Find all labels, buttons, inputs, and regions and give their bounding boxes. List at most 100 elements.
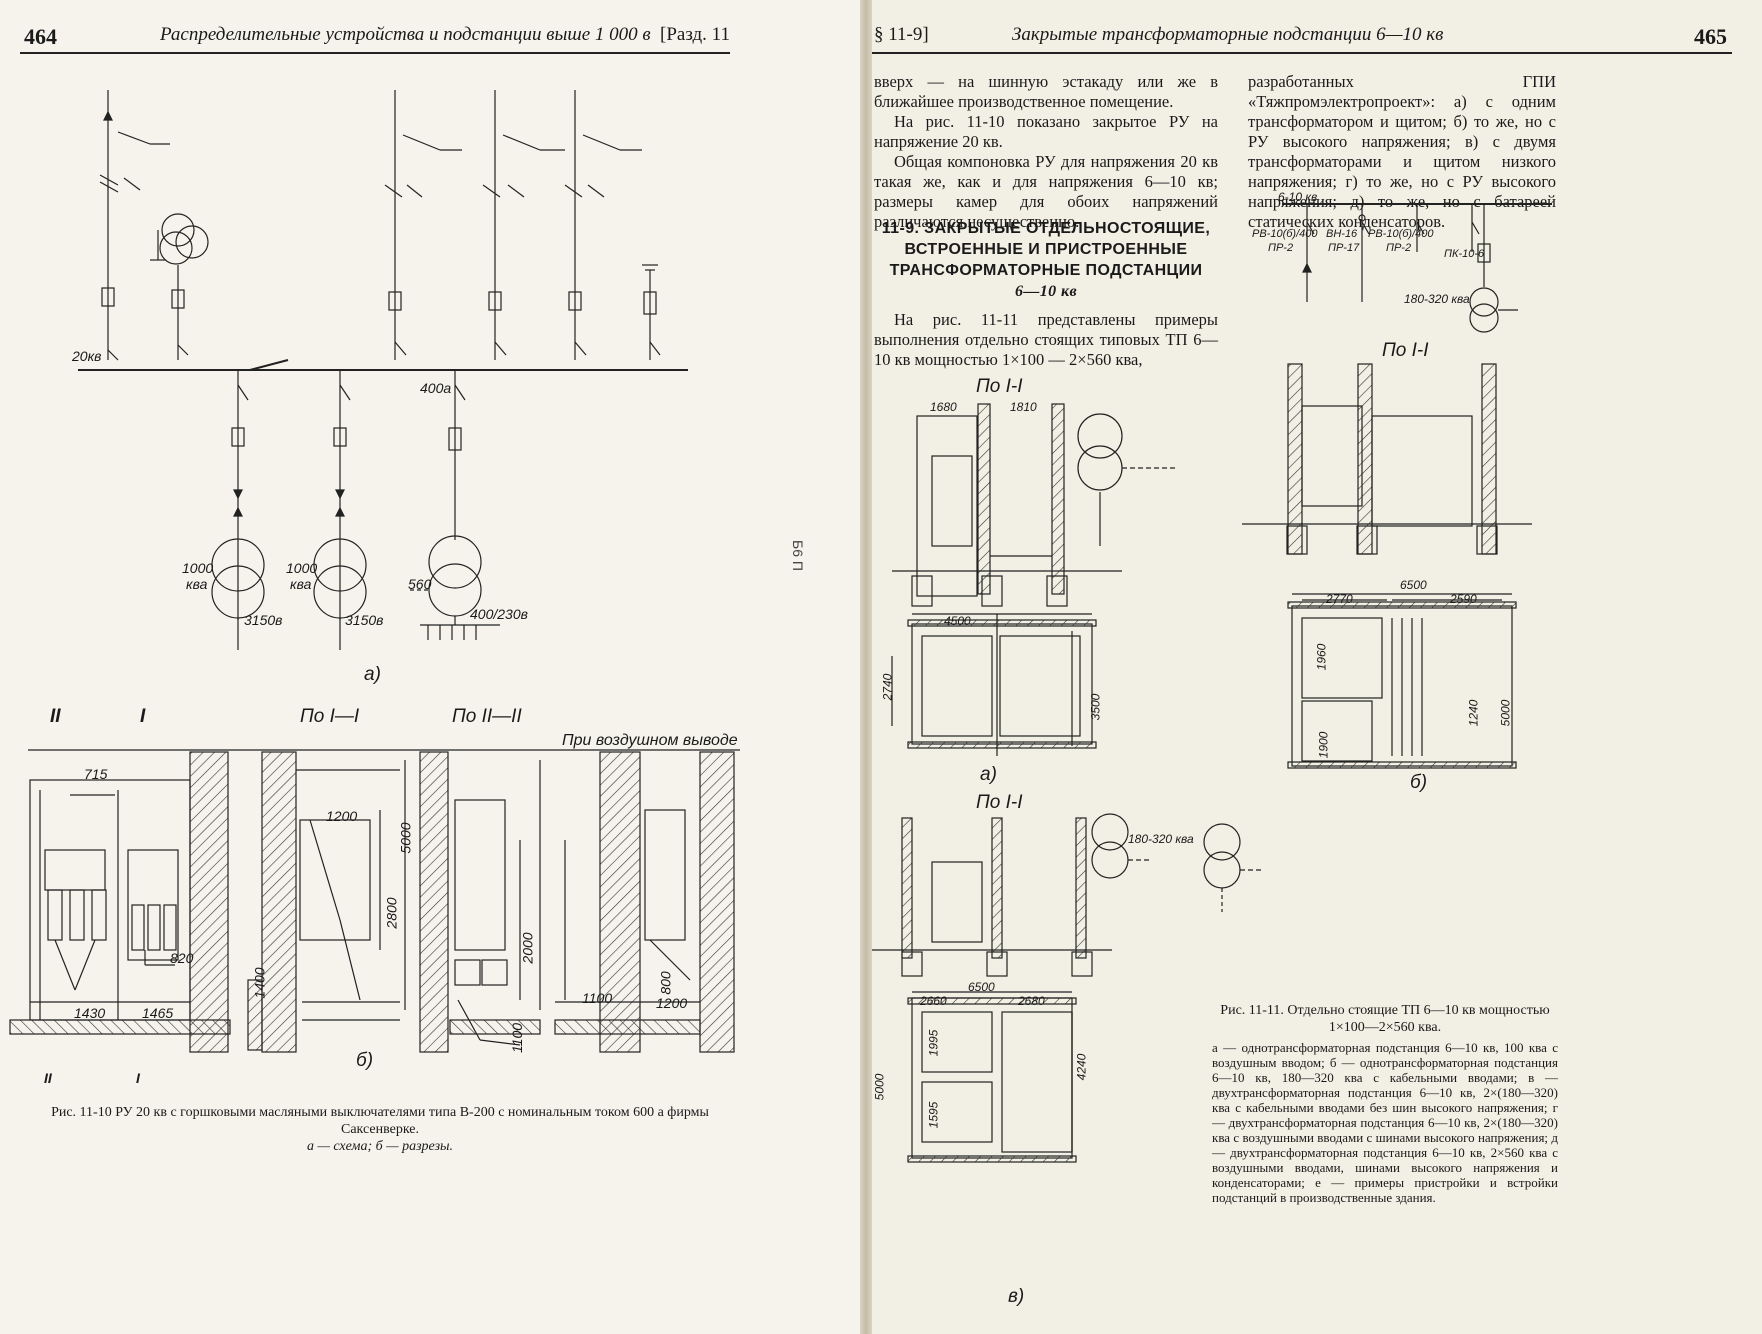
view-label-c: По I-I	[976, 792, 1023, 813]
pr17-label: ПР-17	[1328, 242, 1360, 254]
right-page: § 11-9] Закрытые трансформаторные подста…	[872, 0, 1762, 1334]
dim-1680: 1680	[930, 400, 957, 414]
dim-4500: 4500	[944, 614, 971, 628]
dim-1430: 1430	[74, 1005, 106, 1021]
figure-caption-11-10: Рис. 11-10 РУ 20 кв с горшковыми масляны…	[30, 1104, 730, 1155]
side-stamp: Б6 П	[790, 540, 806, 571]
substation-c-section	[872, 813, 1264, 1163]
paragraph: разработанных ГПИ «Тяжпромэлектропроект»…	[1248, 72, 1556, 231]
header-rule	[20, 52, 730, 54]
dim-2800: 2800	[383, 897, 400, 929]
transformer1-power: 1000	[182, 560, 214, 576]
view-I-label: По I—I	[300, 706, 360, 727]
dim-1200b: 1200	[656, 995, 688, 1011]
dim-6500-c: 6500	[968, 980, 995, 994]
switchgear-scheme	[78, 90, 688, 650]
dim-1960: 1960	[1314, 643, 1329, 671]
figure-caption-11-11: Рис. 11-11. Отдельно стоящие ТП 6—10 кв …	[1212, 1002, 1558, 1205]
bus-label: 6-10 кв	[1278, 190, 1318, 204]
substation-b-section	[1242, 363, 1532, 769]
dim-820: 820	[170, 950, 194, 966]
section-I-marker-bottom: I	[136, 1070, 140, 1086]
header-rule	[872, 52, 1732, 54]
dim-800: 800	[657, 971, 674, 995]
tp-scheme-6-10kv	[1282, 203, 1552, 333]
section-II-marker-bottom: II	[44, 1070, 52, 1086]
section-I-marker: I	[140, 706, 146, 727]
dim-2770: 2770	[1326, 592, 1353, 606]
caption-title: Рис. 11-10 РУ 20 кв с горшковыми масляны…	[51, 1105, 709, 1137]
dim-3500: 3500	[1088, 693, 1103, 721]
dim-6500-b: 6500	[1400, 578, 1427, 592]
transformer1-unit: ква	[186, 576, 208, 592]
pr-label-1: ПР-2	[1268, 242, 1294, 254]
dim-1240: 1240	[1466, 699, 1481, 727]
kva-label-c: 180-320 ква	[1128, 832, 1194, 846]
page-number: 464	[24, 24, 57, 49]
caption-legend: а — однотрансформаторная подстанция 6—10…	[1212, 1040, 1558, 1205]
running-title: Распределительные устройства и подстанци…	[160, 24, 651, 45]
dim-1995: 1995	[926, 1029, 941, 1057]
dim-4240: 4240	[1074, 1053, 1089, 1081]
transformer2-power: 1000	[286, 560, 318, 576]
dim-1200a: 1200	[326, 808, 358, 824]
rv-label-1: РВ-10(б)/400	[1252, 228, 1318, 240]
dim-1100a: 1100	[509, 1022, 526, 1054]
dim-1900: 1900	[1316, 731, 1331, 759]
page-number: 465	[1694, 24, 1727, 49]
left-page: 464 Распределительные устройства и подст…	[0, 0, 860, 1334]
subfigure-b-label: б)	[356, 1050, 374, 1071]
bus-voltage-label: 20кв	[72, 348, 102, 364]
caption-title: Рис. 11-11. Отдельно стоящие ТП 6—10 кв …	[1220, 1003, 1550, 1035]
switchgear-sections	[9, 749, 740, 1053]
dim-1595: 1595	[926, 1101, 941, 1129]
kva-label-b: 180-320 ква	[1404, 292, 1470, 306]
heading-line: ТРАНСФОРМАТОРНЫЕ ПОДСТАНЦИИ	[889, 262, 1203, 279]
subfigure-b-label: б)	[1410, 772, 1428, 793]
column-1-intro: На рис. 11-11 представлены примеры выпол…	[874, 310, 1218, 370]
vn-label: ВН-16	[1326, 228, 1358, 240]
section-reference: § 11-9]	[874, 24, 929, 45]
transformer3-power: 560	[408, 576, 432, 592]
section-reference: [Разд. 11	[660, 24, 730, 45]
column-1-text: вверх — на шинную эстакаду или же в ближ…	[874, 72, 1218, 232]
transformer1-voltage: 3150в	[244, 612, 283, 628]
paragraph: Общая компоновка РУ для напряжения 20 кв…	[874, 152, 1218, 231]
dim-5000-b: 5000	[1498, 699, 1513, 727]
heading-line: ВСТРОЕННЫЕ И ПРИСТРОЕННЫЕ	[904, 241, 1188, 258]
dim-5000: 5000	[397, 822, 414, 854]
transformer2-unit: ква	[290, 576, 312, 592]
transformer2-voltage: 3150в	[345, 612, 384, 628]
dim-1465: 1465	[142, 1005, 174, 1021]
dim-2660: 2660	[920, 994, 947, 1008]
paragraph: вверх — на шинную эстакаду или же в ближ…	[874, 72, 1218, 111]
pk-label: ПК-10-6	[1444, 248, 1485, 260]
pr-label-2: ПР-2	[1386, 242, 1412, 254]
dim-1400: 1400	[251, 967, 268, 999]
view-II-label: По II—II	[452, 706, 522, 727]
view-label-a: По I-I	[976, 376, 1023, 397]
section-II-marker: II	[50, 706, 61, 727]
substation-a-section	[891, 403, 1177, 756]
dim-1810: 1810	[1010, 400, 1037, 414]
view-label-b: По I-I	[1382, 340, 1429, 361]
rv-label-2: РВ-10(б)/400	[1368, 228, 1434, 240]
subfigure-a-label: а)	[364, 664, 381, 685]
caption-legend: а — схема; б — разрезы.	[306, 1139, 454, 1154]
dim-2740: 2740	[880, 673, 895, 701]
subfigure-c-label: в)	[1008, 1286, 1025, 1307]
subfigure-a-label: а)	[980, 764, 997, 785]
section-heading: 11-9. ЗАКРЫТЫЕ ОТДЕЛЬНОСТОЯЩИЕ, ВСТРОЕНН…	[874, 218, 1218, 302]
dim-1100b: 1100	[582, 990, 613, 1006]
dim-5000-c: 5000	[872, 1073, 887, 1101]
heading-line: 6—10 кв	[1014, 283, 1078, 300]
dim-2680: 2680	[1018, 994, 1045, 1008]
dim-715: 715	[84, 766, 108, 782]
running-title: Закрытые трансформаторные подстанции 6—1…	[1012, 24, 1444, 45]
paragraph: На рис. 11-10 показано закрытое РУ на на…	[874, 112, 1218, 151]
dim-2000: 2000	[519, 932, 536, 964]
column-2-text: разработанных ГПИ «Тяжпромэлектропроект»…	[1248, 72, 1556, 232]
book-gutter	[860, 0, 872, 1334]
transformer3-voltage: 400/230в	[470, 606, 528, 622]
current-rating-label: 400а	[420, 380, 452, 396]
